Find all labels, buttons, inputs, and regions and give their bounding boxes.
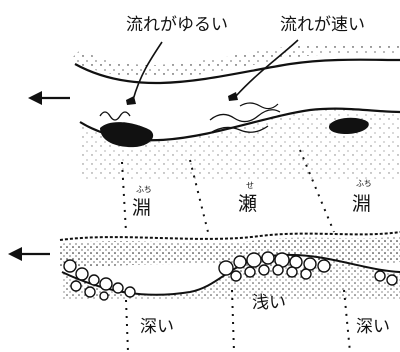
shallow-label: 浅い — [252, 293, 286, 313]
deep-right-label: 深い — [356, 317, 390, 337]
riffle-label: 瀬 — [238, 193, 257, 215]
fast-flow-label: 流れが速い — [280, 15, 365, 35]
swirl-1 — [100, 112, 130, 120]
fast-flow-marker — [228, 92, 238, 101]
arrow-left-icon — [28, 91, 70, 105]
slow-flow-label: 流れがゆるい — [126, 15, 228, 35]
plan-view — [70, 44, 400, 180]
pool-left-label: 淵 — [132, 197, 151, 219]
pool-right-furigana: ふち — [356, 179, 372, 188]
pool-left-furigana: ふち — [136, 185, 152, 194]
arrow-left-icon — [8, 247, 50, 261]
profile-view — [60, 232, 400, 300]
riffle-furigana: せ — [246, 181, 254, 190]
pool-right-label: 淵 — [352, 193, 371, 215]
current-line-3 — [240, 103, 278, 109]
deep-left-label: 深い — [140, 317, 174, 337]
